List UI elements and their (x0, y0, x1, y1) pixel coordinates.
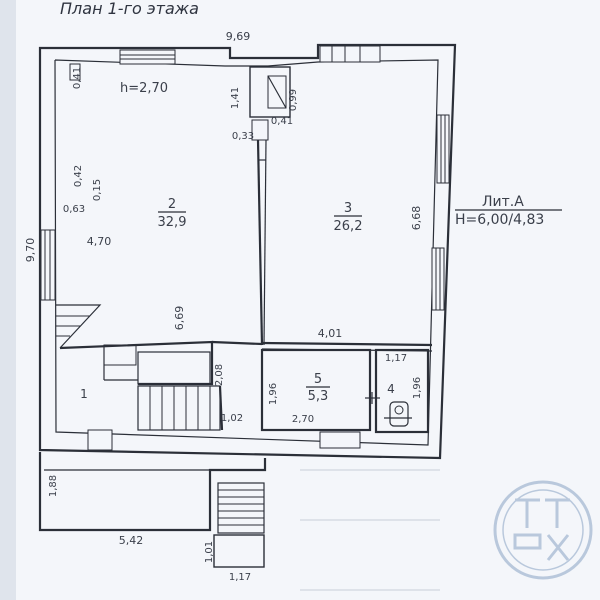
lit-height: H=6,00/4,83 (455, 212, 544, 228)
room-2-number: 2 (168, 197, 176, 212)
outer-wall (38, 43, 457, 460)
wall-2-3 (256, 139, 267, 346)
dim-196b: 1,96 (412, 377, 423, 399)
dim-099: 0,99 (288, 89, 299, 111)
room-5-number: 5 (314, 372, 322, 387)
dim-542: 5,42 (119, 534, 144, 547)
room-5-area: 5,3 (308, 389, 329, 404)
window-right-upper (436, 114, 450, 184)
lit-label: Лит.А (482, 194, 524, 210)
stairs-upper (56, 304, 102, 349)
dim-top-total: 9,69 (226, 30, 251, 43)
room-2-area: 32,9 (158, 215, 187, 230)
dim-102: 1,02 (221, 413, 243, 424)
veranda-walls (38, 452, 267, 532)
toilet-icon (384, 401, 412, 427)
ceiling-height: h=2,70 (120, 81, 168, 96)
paper-shadow-left (0, 0, 16, 600)
dim-left-total: 9,70 (24, 238, 37, 263)
dim-141: 1,41 (230, 87, 241, 109)
window-left-top (69, 63, 81, 81)
dim-196a: 1,96 (268, 383, 279, 405)
bleed-through (300, 469, 440, 591)
chimney-block (249, 66, 291, 141)
porch-stairs (213, 482, 265, 568)
dim-033: 0,33 (232, 131, 254, 142)
dim-668: 6,68 (410, 206, 423, 231)
dim-101: 1,01 (204, 541, 215, 563)
watermark-stamp (493, 480, 593, 580)
window-top-left (119, 49, 176, 65)
plan-title: План 1-го этажа (60, 0, 199, 18)
wall-1-right (218, 385, 224, 431)
dim-470: 4,70 (87, 235, 112, 248)
dim-117b: 1,17 (229, 572, 251, 583)
window-left (40, 229, 56, 301)
dim-063: 0,63 (63, 204, 85, 215)
room-4-walls (374, 348, 430, 434)
dim-270: 2,70 (292, 414, 314, 425)
dim-015: 0,15 (92, 179, 103, 201)
dim-117a: 1,17 (385, 353, 407, 364)
wall-stairs-5 (211, 340, 263, 346)
dim-669: 6,69 (173, 306, 186, 331)
room-4-number: 4 (387, 382, 395, 396)
room-1-number: 1 (80, 387, 88, 401)
room-5-walls (260, 348, 372, 432)
dim-208: 2,08 (214, 364, 225, 386)
dim-188: 1,88 (48, 475, 59, 497)
dim-401: 4,01 (318, 327, 343, 340)
room-3-number: 3 (344, 201, 352, 216)
room-3-area: 26,2 (334, 219, 363, 234)
window-top-right (319, 45, 381, 63)
dim-041-top: 0,41 (72, 67, 83, 89)
window-right-lower (431, 247, 445, 311)
dim-042: 0,42 (73, 165, 84, 187)
door-bottom (87, 429, 361, 451)
dim-041: 0,41 (271, 116, 293, 127)
